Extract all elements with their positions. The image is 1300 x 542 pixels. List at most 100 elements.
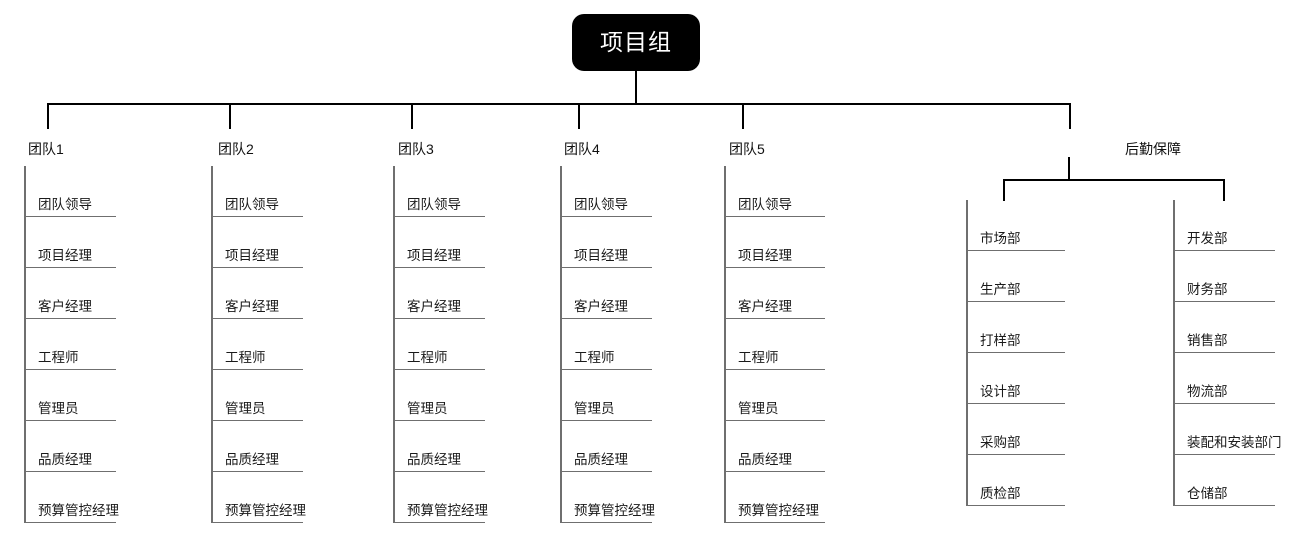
support-1-item-label: 市场部 xyxy=(980,230,1021,246)
team-4-item[interactable]: 工程师 xyxy=(560,319,652,370)
support-2-item-label: 仓储部 xyxy=(1187,485,1228,501)
branch-label-team-2: 团队2 xyxy=(218,141,254,157)
team-2-item[interactable]: 管理员 xyxy=(211,370,303,421)
team-4-item[interactable]: 管理员 xyxy=(560,370,652,421)
team-4-item-label: 品质经理 xyxy=(574,451,628,467)
team-5-item[interactable]: 品质经理 xyxy=(724,421,825,472)
support-1-item-label: 设计部 xyxy=(980,383,1021,399)
branch-label-team-1: 团队1 xyxy=(28,141,64,157)
support-1-item[interactable]: 质检部 xyxy=(966,455,1065,506)
team-3-item[interactable]: 团队领导 xyxy=(393,166,485,217)
support-2-item[interactable]: 销售部 xyxy=(1173,302,1275,353)
team-3-item-label: 工程师 xyxy=(407,349,448,365)
team-3-item[interactable]: 客户经理 xyxy=(393,268,485,319)
support-1-item-label: 生产部 xyxy=(980,281,1021,297)
support-2-item[interactable]: 开发部 xyxy=(1173,200,1275,251)
team-2-item[interactable]: 项目经理 xyxy=(211,217,303,268)
team-1-item-label: 品质经理 xyxy=(38,451,92,467)
branch-drop-line-team-1 xyxy=(47,103,49,129)
support-1-item[interactable]: 打样部 xyxy=(966,302,1065,353)
team-3-spine xyxy=(393,166,395,523)
support-1-item[interactable]: 市场部 xyxy=(966,200,1065,251)
team-2-item[interactable]: 工程师 xyxy=(211,319,303,370)
team-5-item[interactable]: 预算管控经理 xyxy=(724,472,825,523)
team-4-item[interactable]: 团队领导 xyxy=(560,166,652,217)
team-3-item[interactable]: 工程师 xyxy=(393,319,485,370)
team-5-item-label: 团队领导 xyxy=(738,196,792,212)
support-1-item[interactable]: 采购部 xyxy=(966,404,1065,455)
team-3-item-label: 预算管控经理 xyxy=(407,502,488,518)
team-2-item-label: 预算管控经理 xyxy=(225,502,306,518)
team-4-item-label: 预算管控经理 xyxy=(574,502,655,518)
team-3-item-label: 品质经理 xyxy=(407,451,461,467)
team-3-item[interactable]: 项目经理 xyxy=(393,217,485,268)
support-2-item[interactable]: 仓储部 xyxy=(1173,455,1275,506)
team-1-item[interactable]: 客户经理 xyxy=(24,268,116,319)
team-5-item[interactable]: 管理员 xyxy=(724,370,825,421)
branch-drop-line-support xyxy=(1069,103,1071,129)
support-1-item[interactable]: 生产部 xyxy=(966,251,1065,302)
team-4-item-label: 项目经理 xyxy=(574,247,628,263)
support-2-spine xyxy=(1173,200,1175,506)
branch-label-support: 后勤保障 xyxy=(1125,141,1181,157)
branch-drop-line-team-2 xyxy=(229,103,231,129)
team-4-item[interactable]: 客户经理 xyxy=(560,268,652,319)
team-5-item-label: 管理员 xyxy=(738,400,779,416)
team-5-item[interactable]: 工程师 xyxy=(724,319,825,370)
root-node-label: 项目组 xyxy=(600,29,672,55)
team-1-item-label: 客户经理 xyxy=(38,298,92,314)
support-1-item-label: 打样部 xyxy=(980,332,1021,348)
team-5-item[interactable]: 项目经理 xyxy=(724,217,825,268)
team-2-item-label: 管理员 xyxy=(225,400,266,416)
team-2-item[interactable]: 预算管控经理 xyxy=(211,472,306,523)
team-1-item-label: 预算管控经理 xyxy=(38,502,119,518)
team-4-item-label: 工程师 xyxy=(574,349,615,365)
team-2-item-label: 工程师 xyxy=(225,349,266,365)
support-connector-bar xyxy=(1003,179,1225,181)
team-5-item[interactable]: 客户经理 xyxy=(724,268,825,319)
team-2-item-label: 客户经理 xyxy=(225,298,279,314)
support-1-spine xyxy=(966,200,968,506)
team-3-item[interactable]: 品质经理 xyxy=(393,421,485,472)
support-2-item-label: 销售部 xyxy=(1187,332,1228,348)
team-1-item[interactable]: 团队领导 xyxy=(24,166,116,217)
team-1-item[interactable]: 品质经理 xyxy=(24,421,116,472)
support-1-item[interactable]: 设计部 xyxy=(966,353,1065,404)
team-3-item-label: 客户经理 xyxy=(407,298,461,314)
support-drop-line-column-2 xyxy=(1223,179,1225,201)
team-5-item-label: 品质经理 xyxy=(738,451,792,467)
root-node-project-group[interactable]: 项目组 xyxy=(572,14,700,71)
team-1-item-label: 管理员 xyxy=(38,400,79,416)
support-2-item[interactable]: 财务部 xyxy=(1173,251,1275,302)
team-1-item[interactable]: 工程师 xyxy=(24,319,116,370)
team-3-item[interactable]: 预算管控经理 xyxy=(393,472,488,523)
team-5-spine xyxy=(724,166,726,523)
team-5-item[interactable]: 团队领导 xyxy=(724,166,825,217)
team-2-item[interactable]: 客户经理 xyxy=(211,268,303,319)
team-2-item[interactable]: 品质经理 xyxy=(211,421,303,472)
support-1-item-label: 质检部 xyxy=(980,485,1021,501)
team-4-item-label: 管理员 xyxy=(574,400,615,416)
support-2-item[interactable]: 装配和安装部门 xyxy=(1173,404,1282,455)
team-3-item[interactable]: 管理员 xyxy=(393,370,485,421)
root-stem-line xyxy=(635,71,637,105)
team-1-item-label: 团队领导 xyxy=(38,196,92,212)
support-2-item-label: 开发部 xyxy=(1187,230,1228,246)
support-2-item-label: 财务部 xyxy=(1187,281,1228,297)
team-1-item[interactable]: 项目经理 xyxy=(24,217,116,268)
support-2-item[interactable]: 物流部 xyxy=(1173,353,1275,404)
team-2-item-label: 项目经理 xyxy=(225,247,279,263)
team-5-item-label: 客户经理 xyxy=(738,298,792,314)
support-stem-line xyxy=(1068,157,1070,180)
team-1-item[interactable]: 预算管控经理 xyxy=(24,472,119,523)
team-4-item[interactable]: 预算管控经理 xyxy=(560,472,655,523)
team-4-item[interactable]: 品质经理 xyxy=(560,421,652,472)
team-1-spine xyxy=(24,166,26,523)
team-4-item-label: 客户经理 xyxy=(574,298,628,314)
team-1-item[interactable]: 管理员 xyxy=(24,370,116,421)
team-2-item[interactable]: 团队领导 xyxy=(211,166,303,217)
team-1-item-label: 工程师 xyxy=(38,349,79,365)
team-4-item[interactable]: 项目经理 xyxy=(560,217,652,268)
main-connector-bar xyxy=(48,103,1071,105)
